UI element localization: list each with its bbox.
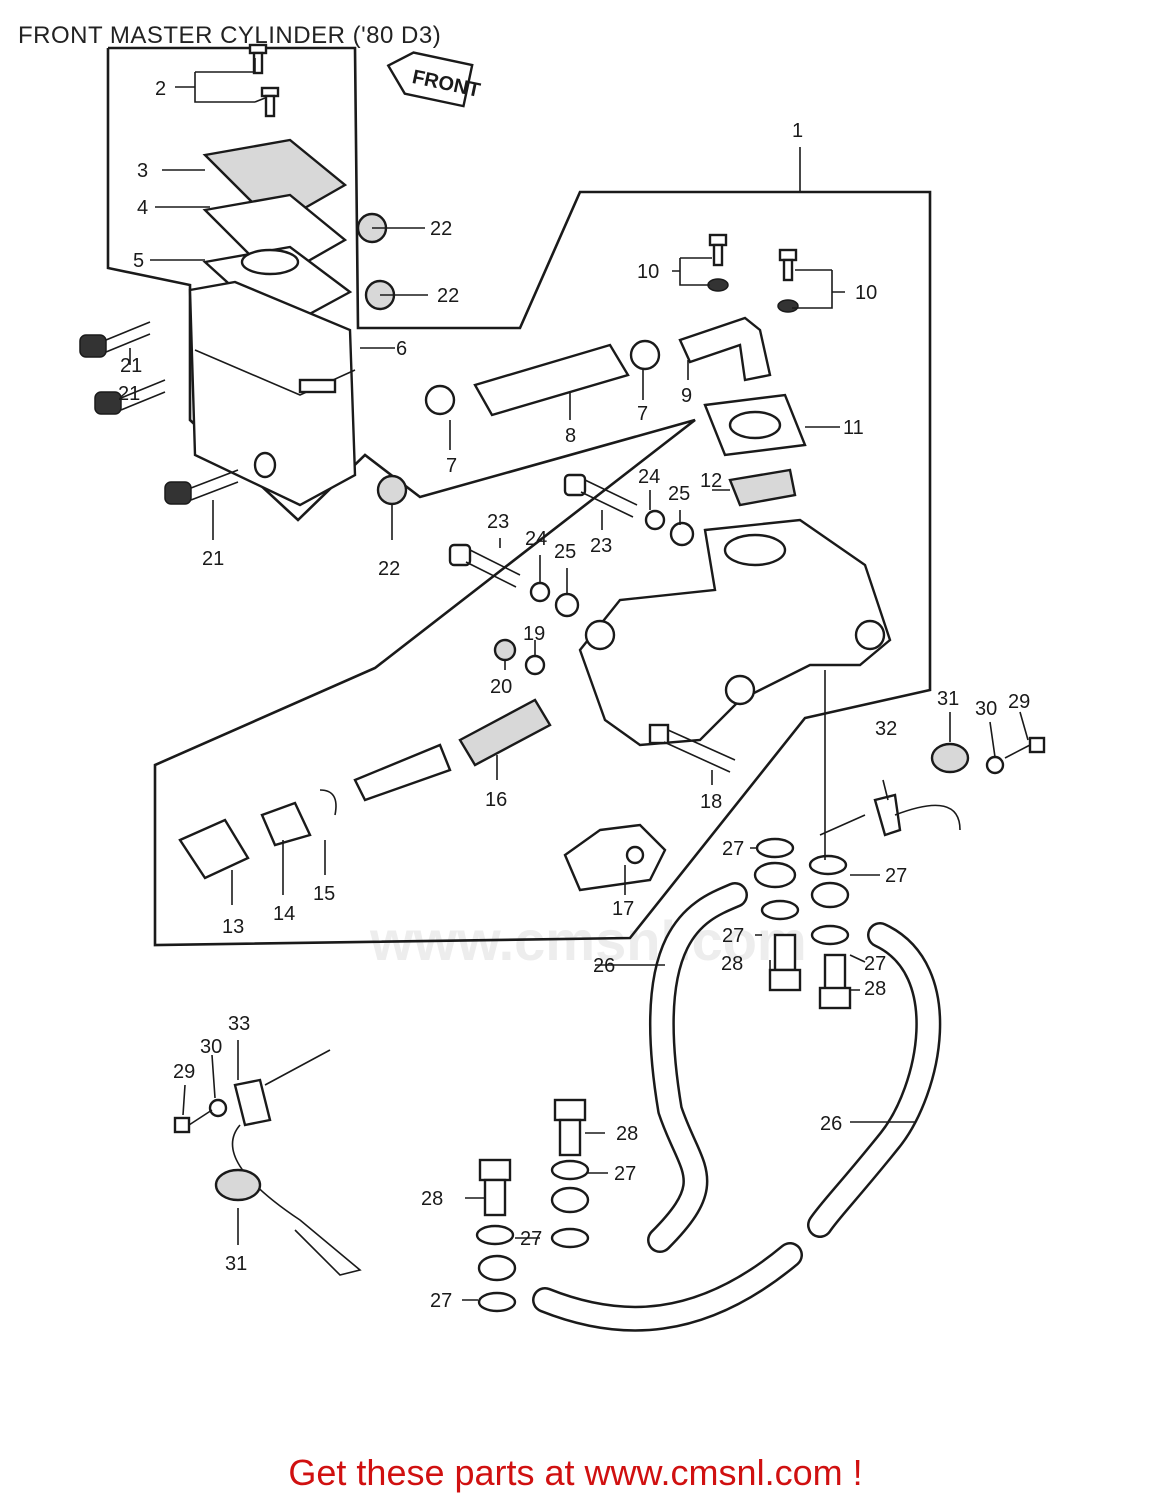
callout-32: 32 [875, 718, 897, 740]
callout-25a: 25 [554, 541, 576, 563]
callout-5: 5 [133, 250, 144, 272]
callout-27f: 27 [520, 1228, 542, 1250]
piston-assembly [178, 698, 552, 880]
callout-24a: 24 [525, 528, 547, 550]
callout-14: 14 [273, 903, 295, 925]
callout-23a: 23 [487, 511, 509, 533]
master-cylinder-body [578, 518, 892, 747]
callout-1: 1 [792, 120, 803, 142]
callout-10a: 10 [637, 261, 659, 283]
reservoir-body [188, 280, 357, 507]
callout-6: 6 [396, 338, 407, 360]
callout-27c: 27 [722, 925, 744, 947]
callout-18: 18 [700, 791, 722, 813]
callout-13: 13 [222, 916, 244, 938]
footer-link[interactable]: Get these parts at www.cmsnl.com ! [288, 1452, 863, 1493]
callout-16: 16 [485, 789, 507, 811]
callout-8: 8 [565, 425, 576, 447]
callout-25b: 25 [668, 483, 690, 505]
front-direction-tag: FRONT [386, 51, 482, 108]
callout-31a: 31 [937, 688, 959, 710]
callout-27b: 27 [885, 865, 907, 887]
callout-27g: 27 [430, 1290, 452, 1312]
callout-23b: 23 [590, 535, 612, 557]
banjo-bolts-10 [707, 233, 799, 313]
callout-4: 4 [137, 197, 148, 219]
callout-28b: 28 [864, 978, 886, 1000]
callout-10b: 10 [855, 282, 877, 304]
lower-banjo-fittings [475, 1098, 590, 1313]
lever-parts [493, 638, 736, 892]
callout-26a: 26 [593, 955, 615, 977]
reservoir-cap-assembly [202, 138, 353, 332]
callout-28c: 28 [616, 1123, 638, 1145]
callout-9: 9 [681, 385, 692, 407]
brake-hoses [532, 882, 942, 1332]
callout-24b: 24 [638, 466, 660, 488]
callout-27d: 27 [864, 953, 886, 975]
callout-numbers: 1 2 3 4 5 6 7 7 8 9 10 10 11 12 13 14 15… [118, 78, 1030, 1312]
callout-7a: 7 [446, 455, 457, 477]
callout-29b: 29 [173, 1061, 195, 1083]
leader-lines [129, 58, 1029, 1301]
upper-banjo-fittings [753, 837, 852, 1010]
callout-7b: 7 [637, 403, 648, 425]
callout-26b: 26 [820, 1113, 842, 1135]
callout-21c: 21 [202, 548, 224, 570]
callout-20: 20 [490, 676, 512, 698]
callout-29a: 29 [1008, 691, 1030, 713]
callout-22c: 22 [378, 558, 400, 580]
callout-19: 19 [523, 623, 545, 645]
callout-12: 12 [700, 470, 722, 492]
parts-diagram: www.cmsnl.com FRONT [79, 43, 1046, 1332]
callout-30b: 30 [200, 1036, 222, 1058]
callout-28d: 28 [421, 1188, 443, 1210]
callout-22b: 22 [437, 285, 459, 307]
reservoir-bolts [79, 321, 239, 505]
callout-3: 3 [137, 160, 148, 182]
gasket-and-cap [703, 393, 807, 507]
callout-30a: 30 [975, 698, 997, 720]
cap-screws [248, 43, 280, 118]
reservoir-hose-parts [424, 316, 772, 417]
callout-21b: 21 [118, 383, 140, 405]
callout-27e: 27 [614, 1163, 636, 1185]
diagram-title: FRONT MASTER CYLINDER ('80 D3) [18, 22, 442, 49]
callout-22a: 22 [430, 218, 452, 240]
callout-21a: 21 [120, 355, 142, 377]
callout-15: 15 [313, 883, 335, 905]
hose-guides [173, 736, 1046, 1276]
callout-28a: 28 [721, 953, 743, 975]
callout-17: 17 [612, 898, 634, 920]
grommets [356, 212, 408, 506]
callout-31b: 31 [225, 1253, 247, 1275]
callout-27a: 27 [722, 838, 744, 860]
callout-33: 33 [228, 1013, 250, 1035]
callout-2: 2 [155, 78, 166, 100]
callout-11: 11 [843, 417, 864, 439]
